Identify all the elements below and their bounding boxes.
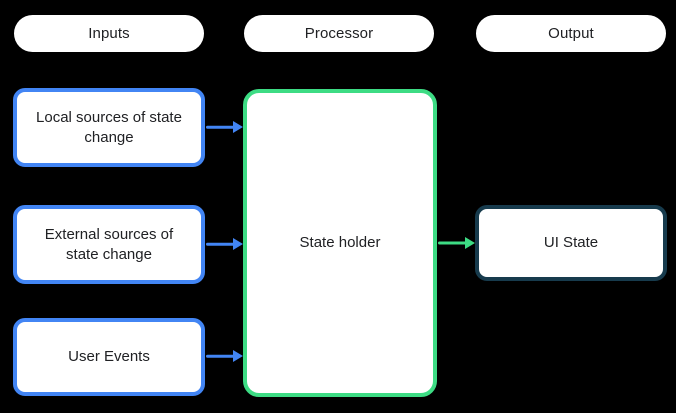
node-external-sources-of-state-change: External sources of state change	[13, 205, 205, 284]
node-user-events-label: User Events	[68, 348, 150, 365]
column-header-processor-label: Processor	[304, 25, 374, 42]
arrow-shaft	[206, 242, 235, 246]
column-header-inputs-label: Inputs	[88, 25, 130, 42]
node-ui-state: UI State	[475, 205, 667, 281]
arrow-external-sources-to-state-holder	[206, 237, 243, 251]
node-state-holder: State holder	[243, 89, 437, 397]
column-header-output-label: Output	[548, 25, 594, 42]
node-external-sources-label: External sources of state change	[44, 225, 174, 263]
node-local-sources-of-state-change: Local sources of state change	[13, 88, 205, 167]
node-ui-state-label: UI State	[543, 234, 599, 251]
arrow-user-events-to-state-holder	[206, 349, 243, 363]
arrowhead-right-icon	[465, 237, 475, 249]
column-header-processor: Processor	[244, 15, 434, 52]
arrowhead-right-icon	[233, 121, 243, 133]
arrowhead-right-icon	[233, 238, 243, 250]
arrow-state-holder-to-ui-state	[438, 236, 475, 250]
column-header-inputs: Inputs	[14, 15, 204, 52]
arrow-shaft	[206, 354, 235, 358]
node-user-events: User Events	[13, 318, 205, 396]
node-state-holder-label: State holder	[299, 234, 381, 251]
arrow-shaft	[438, 241, 467, 245]
column-header-output: Output	[476, 15, 666, 52]
node-local-sources-label: Local sources of state change	[36, 108, 182, 146]
arrowhead-right-icon	[233, 350, 243, 362]
arrow-shaft	[206, 125, 235, 129]
arrow-local-sources-to-state-holder	[206, 120, 243, 134]
